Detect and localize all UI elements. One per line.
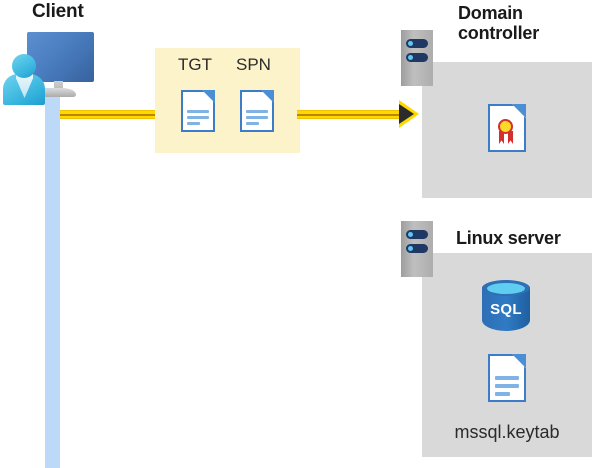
person-head-icon: [12, 54, 36, 78]
document-line: [246, 122, 259, 125]
monitor-neck-icon: [54, 81, 63, 91]
document-line: [187, 110, 209, 113]
monitor-base-icon: [42, 88, 76, 97]
document-line: [495, 376, 519, 380]
keytab-file-icon: [488, 354, 526, 402]
rack-slot: [406, 244, 428, 253]
client-workstation-icon: [0, 0, 110, 110]
rack-slot: [406, 53, 428, 62]
document-line: [187, 116, 209, 119]
sql-database-icon: SQL: [482, 280, 530, 335]
rack-slot: [406, 230, 428, 239]
domain-controller-title-line1: Domain: [458, 3, 523, 23]
database-top-inner: [487, 283, 525, 294]
spn-document-icon: [240, 90, 274, 132]
keytab-filename-label: mssql.keytab: [454, 422, 560, 442]
domain-controller-title: Domain controller: [458, 3, 588, 43]
monitor-screen-icon: [27, 32, 94, 82]
tgt-document-icon: [181, 90, 215, 132]
document-line: [495, 384, 519, 388]
domain-controller-title-line2: controller: [458, 23, 540, 44]
ticket-highlight-box: [155, 48, 300, 153]
connector-line-left: [60, 110, 157, 119]
document-line: [187, 122, 200, 125]
database-label: SQL: [490, 301, 522, 318]
linux-server-rack-icon: [401, 221, 433, 277]
domain-controller-server-rack-icon: [401, 30, 433, 86]
tgt-label: TGT: [178, 55, 212, 74]
linux-server-title: Linux server: [456, 228, 561, 248]
document-line: [246, 116, 268, 119]
certificate-seal: [498, 119, 513, 134]
client-title: Client: [32, 1, 84, 22]
certificate-ribbon-left: [499, 131, 504, 144]
spn-label: SPN: [236, 55, 271, 74]
document-line: [246, 110, 268, 113]
rack-slot: [406, 39, 428, 48]
document-line: [495, 392, 510, 396]
arrow-right-icon-inner: [399, 104, 414, 124]
client-lifeline-bar: [45, 88, 60, 468]
certificate-icon: [488, 104, 526, 152]
connector-line-right: [297, 110, 407, 119]
certificate-ribbon-right: [508, 131, 513, 144]
